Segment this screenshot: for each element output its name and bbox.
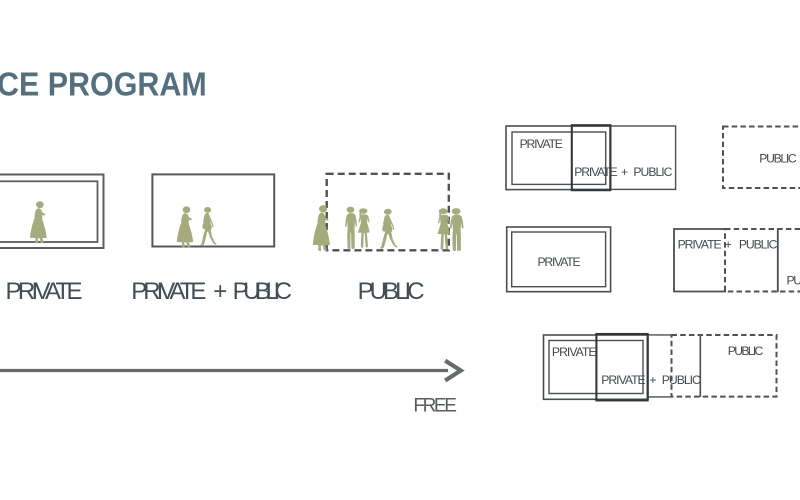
svg-text:FREE: FREE <box>413 396 457 417</box>
svg-text:PUBLIC: PUBLIC <box>662 373 701 387</box>
svg-text:+: + <box>649 373 656 387</box>
svg-text:PRIVATE: PRIVATE <box>131 278 206 305</box>
svg-text:PUBLIC: PUBLIC <box>728 344 764 358</box>
svg-text:PUBLIC: PUBLIC <box>233 278 292 305</box>
svg-text:PUBLIC: PUBLIC <box>358 278 425 305</box>
svg-text:PUBLIC: PUBLIC <box>633 165 672 179</box>
svg-text:+: + <box>621 165 628 179</box>
svg-text:PRIVATE: PRIVATE <box>552 345 597 359</box>
svg-text:PRIVATE: PRIVATE <box>6 278 83 305</box>
svg-text:PUBLIC: PUBLIC <box>759 152 797 166</box>
svg-text:+: + <box>213 278 227 305</box>
svg-text:PRIVATE: PRIVATE <box>574 165 618 179</box>
svg-text:PRIVATE: PRIVATE <box>538 255 581 269</box>
svg-text:PRIVATE: PRIVATE <box>601 373 646 387</box>
svg-text:PRIVATE: PRIVATE <box>678 238 722 252</box>
svg-text:PUBLIC: PUBLIC <box>787 273 800 287</box>
svg-text:SPACE PROGRAM: SPACE PROGRAM <box>0 66 207 104</box>
svg-text:+: + <box>725 238 732 252</box>
svg-text:PUBLIC: PUBLIC <box>739 238 778 252</box>
svg-text:PRIVATE: PRIVATE <box>520 137 563 151</box>
